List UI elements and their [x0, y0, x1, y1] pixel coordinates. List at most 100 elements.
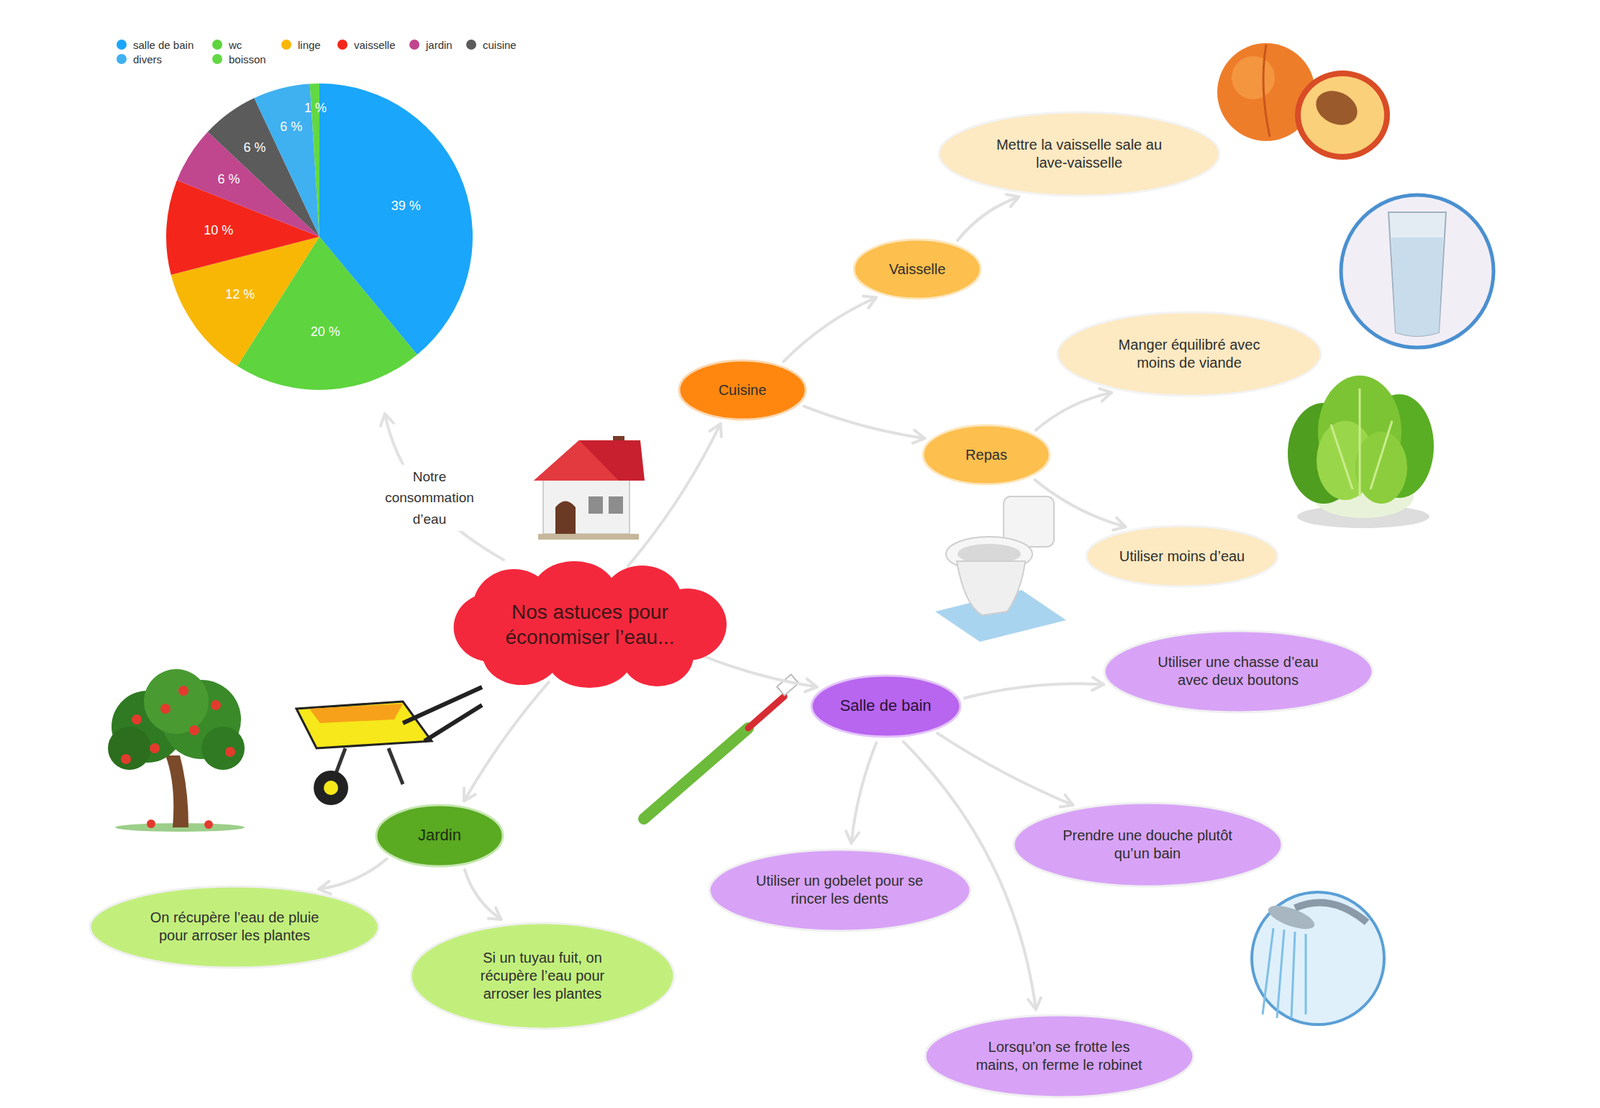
node-text: Salle de bain: [839, 695, 931, 716]
arrow-head: [318, 881, 331, 895]
connector: [846, 742, 877, 844]
connector: [964, 677, 1104, 699]
node-ellipse: [1086, 525, 1278, 587]
pie-percent: 1 %: [304, 100, 327, 116]
legend-swatch: [337, 39, 348, 50]
node-ellipse: [679, 360, 806, 420]
connector-line: [1034, 479, 1126, 527]
lettuce-icon: [1287, 375, 1434, 529]
node-text-group: Salle de bain: [839, 695, 931, 716]
connector-line: [1035, 392, 1112, 431]
pie-percent: 10 %: [203, 223, 234, 239]
legend-text: boisson: [228, 53, 267, 66]
connector: [318, 858, 387, 895]
mind-node: Utiliser moins d’eau: [1084, 523, 1280, 589]
connector-line: [804, 406, 926, 439]
connector: [1035, 388, 1112, 431]
connector-line: [464, 682, 549, 801]
node-ellipse: [811, 675, 961, 737]
mind-node: Si un tuyau fuit, on récupère l’eau pour…: [408, 920, 677, 1031]
legend-swatch: [116, 53, 127, 65]
pie-percent: 6 %: [243, 139, 266, 155]
node-outline: [1102, 628, 1375, 715]
node-text: Cuisine: [718, 381, 767, 400]
arrow-head: [846, 830, 859, 844]
connector: [628, 423, 722, 567]
arrow-head: [1060, 794, 1074, 808]
node-text: On récupère l’eau de pluie pour arroser …: [137, 908, 332, 945]
node-text-group: Lorsqu’on se frotte les mains, on ferme …: [969, 1038, 1149, 1075]
pie-percent: 20 %: [310, 323, 341, 339]
node-text: Prendre une douche plutôt qu’un bain: [1057, 826, 1238, 863]
shower-icon: [1251, 892, 1385, 1025]
arrow-head: [805, 679, 818, 693]
glass-icon: [1341, 194, 1494, 348]
node-outline: [707, 847, 973, 934]
node-text-group: Utiliser une chasse d’eau avec deux bout…: [1148, 653, 1329, 690]
arrow-head: [488, 907, 502, 920]
connector-line: [318, 858, 387, 890]
arrow-head: [1028, 997, 1042, 1011]
arrow-head: [1099, 388, 1112, 402]
node-ellipse: [376, 805, 503, 867]
legend-item: jardin: [409, 37, 453, 52]
connector-line: [783, 297, 877, 362]
node-text-group: Manger équilibré avec moins de viande: [1102, 335, 1276, 372]
node-text-group: Jardin: [417, 825, 462, 846]
legend-text: divers: [133, 53, 162, 66]
node-text: Utiliser une chasse d’eau avec deux bout…: [1148, 653, 1329, 690]
legend-item: wc: [212, 37, 242, 52]
node-text: Lorsqu’on se frotte les mains, on ferme …: [969, 1038, 1149, 1075]
arrow-head: [1112, 517, 1126, 531]
connector-line: [957, 197, 1019, 242]
node-text-group: Si un tuyau fuit, on récupère l’eau pour…: [465, 948, 621, 1003]
node-ellipse: [709, 849, 971, 931]
legend-item: boisson: [212, 51, 267, 67]
mind-node: Utiliser une chasse d’eau avec deux bout…: [1102, 628, 1375, 715]
title-cloud: Nos astuces pour économiser l’eau...: [444, 558, 736, 691]
connector-line: [964, 683, 1104, 698]
connector-line: [464, 869, 502, 920]
legend-text: linge: [297, 38, 321, 52]
mind-node: Mettre la vaisselle sale au lave-vaissel…: [936, 110, 1222, 198]
pie-chart: [166, 83, 473, 390]
connector: [464, 682, 549, 801]
node-text-group: Vaisselle: [889, 260, 947, 279]
note-label: Notre consommation d’eau: [372, 464, 487, 531]
node-outline: [87, 884, 381, 970]
node-ellipse: [853, 239, 981, 299]
node-text-group: On récupère l’eau de pluie pour arroser …: [137, 908, 332, 945]
pie-percent: 6 %: [279, 119, 303, 135]
mind-node: Cuisine: [676, 358, 808, 422]
node-text: Vaisselle: [889, 260, 947, 279]
pie-percent: 6 %: [217, 171, 241, 188]
legend-text: vaisselle: [353, 38, 396, 52]
node-text-group: Cuisine: [718, 381, 767, 400]
mind-node: Repas: [920, 423, 1052, 487]
node-outline: [444, 558, 736, 691]
node-text: Utiliser moins d’eau: [1119, 547, 1246, 566]
legend-item: vaisselle: [337, 37, 396, 52]
node-ellipse: [410, 923, 675, 1029]
legend-swatch: [281, 39, 292, 50]
node-text-group: Nos astuces pour économiser l’eau...: [492, 599, 688, 650]
connector-line: [701, 655, 818, 688]
arrow-head: [1092, 677, 1104, 691]
arrow-head: [1006, 194, 1020, 207]
connector: [957, 194, 1019, 241]
node-ellipse: [923, 425, 1050, 485]
wheelbarrow-icon: [296, 687, 483, 806]
toothbrush-icon: [643, 674, 799, 819]
node-text-group: Prendre une douche plutôt qu’un bain: [1057, 826, 1238, 863]
node-ellipse: [938, 112, 1220, 196]
apple-tree-icon: [107, 669, 245, 832]
connector: [783, 296, 877, 362]
node-outline: [1011, 800, 1285, 889]
legend-swatch: [212, 39, 223, 50]
legend-text: wc: [228, 38, 242, 52]
arrow-head: [912, 430, 926, 444]
node-text-group: Mettre la vaisselle sale au lave-vaissel…: [984, 135, 1174, 172]
pie-percent: 39 %: [391, 197, 421, 213]
pie-percent: 12 %: [225, 287, 255, 303]
